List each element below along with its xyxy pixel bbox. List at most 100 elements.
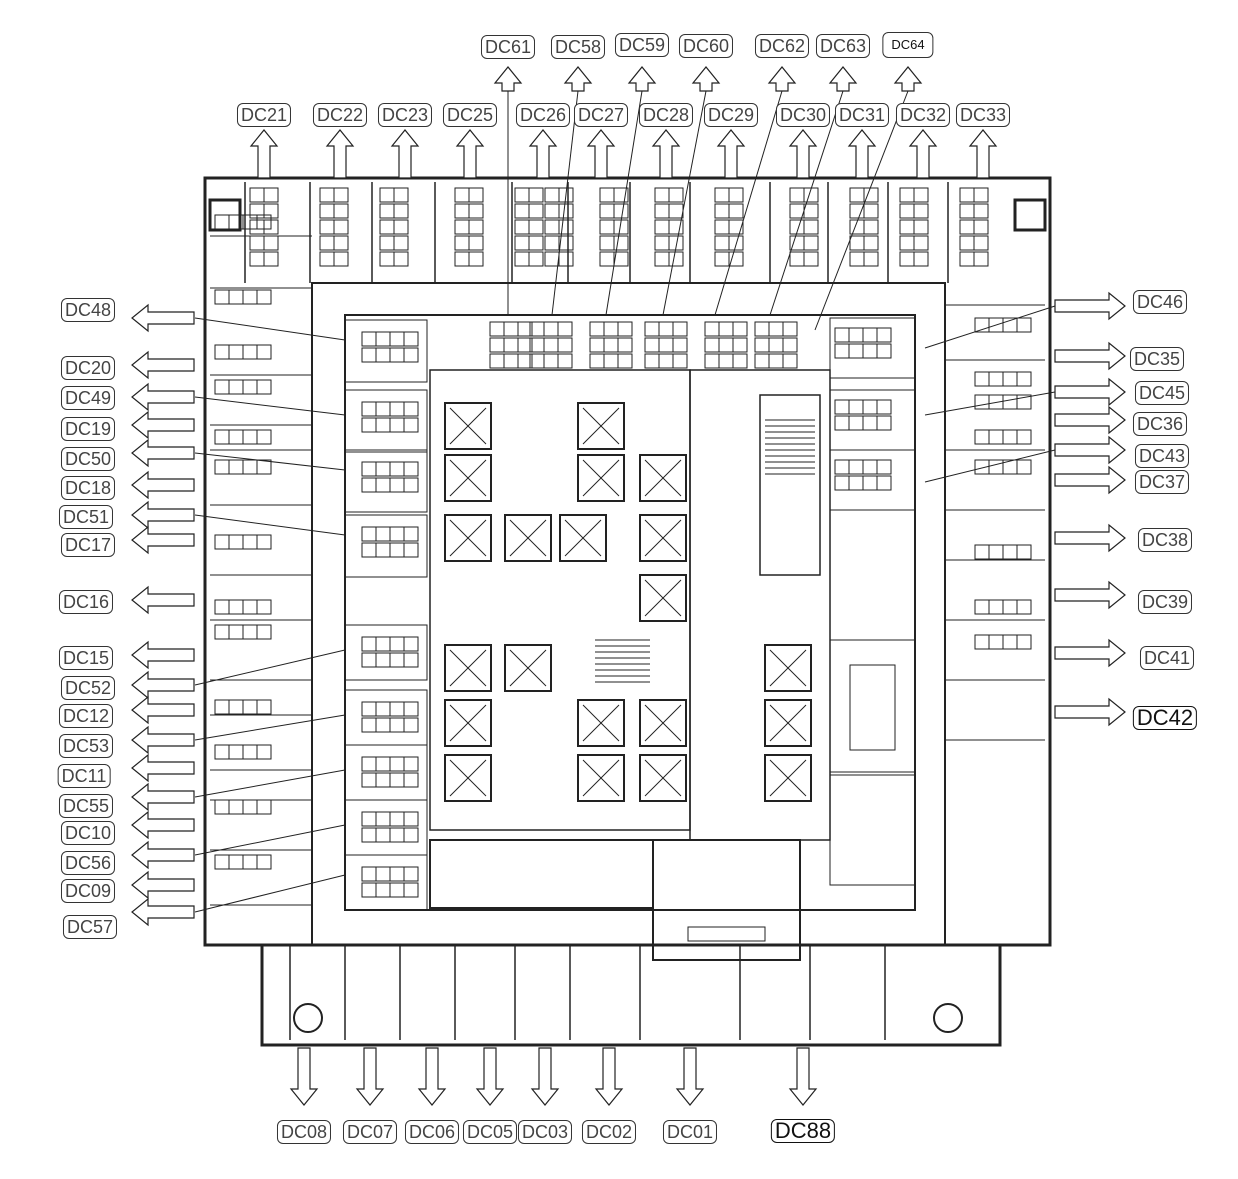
- desk-cluster: [862, 415, 878, 431]
- desk-cluster: [503, 337, 519, 353]
- room: [829, 509, 916, 641]
- column-round: [933, 1003, 963, 1033]
- office: [829, 389, 916, 451]
- desk-cluster: [718, 353, 734, 369]
- desk-cluster: [603, 321, 619, 337]
- desk-cluster: [214, 744, 230, 760]
- desk-cluster: [361, 866, 377, 882]
- desk-code-label-dc49: DC49: [60, 386, 116, 410]
- arrow-icon: [594, 1047, 624, 1106]
- elevator-core: [429, 369, 691, 831]
- desk-cluster: [256, 214, 272, 230]
- arrow-icon: [131, 670, 195, 700]
- desk-cluster: [514, 187, 530, 203]
- desk-cluster: [379, 219, 395, 235]
- desk-cluster: [228, 459, 244, 475]
- elevator-shaft: [639, 699, 687, 747]
- desk-cluster: [361, 717, 377, 733]
- desk-cluster: [704, 337, 720, 353]
- desk-cluster: [589, 353, 605, 369]
- elevator-cross: [582, 704, 620, 742]
- desk-cluster: [389, 347, 405, 363]
- desk-cluster: [375, 542, 391, 558]
- desk-cluster: [214, 799, 230, 815]
- desk-cluster: [599, 203, 615, 219]
- desk-cluster: [1002, 394, 1018, 410]
- desk-cluster: [603, 337, 619, 353]
- desk-cluster: [375, 811, 391, 827]
- arrow-icon: [1054, 465, 1126, 495]
- desk-code-label-dc41: DC41: [1139, 646, 1195, 670]
- desk-cluster: [913, 235, 929, 251]
- desk-cluster: [256, 599, 272, 615]
- elevator-cross: [769, 649, 807, 687]
- desk-cluster: [848, 327, 864, 343]
- office: [344, 449, 428, 513]
- desk-cluster: [514, 203, 530, 219]
- bottom-wing-wall: [260, 943, 1002, 1047]
- desk-cluster: [503, 321, 519, 337]
- desk-cluster: [454, 219, 470, 235]
- desk-cluster: [379, 187, 395, 203]
- desk-cluster: [242, 699, 258, 715]
- desk-cluster: [654, 187, 670, 203]
- elevator-cross: [449, 649, 487, 687]
- leader-line: [194, 514, 346, 536]
- desk-cluster: [393, 219, 409, 235]
- desk-cluster: [214, 854, 230, 870]
- desk-cluster: [375, 827, 391, 843]
- desk-cluster: [214, 429, 230, 445]
- arrow-icon: [131, 438, 195, 468]
- desk-cluster: [375, 401, 391, 417]
- desk-cluster: [319, 187, 335, 203]
- utility-room: [829, 774, 916, 886]
- desk-cluster: [375, 477, 391, 493]
- arrow-icon: [131, 695, 195, 725]
- elevator-shaft: [444, 644, 492, 692]
- desk-code-label-dc51: DC51: [58, 505, 114, 529]
- desk-cluster: [899, 203, 915, 219]
- desk-code-label-dc29: DC29: [703, 103, 759, 127]
- desk-cluster: [361, 701, 377, 717]
- desk-cluster: [668, 203, 684, 219]
- desk-cluster: [361, 811, 377, 827]
- desk-cluster: [389, 756, 405, 772]
- desk-cluster: [544, 219, 560, 235]
- arrow-icon: [893, 66, 923, 92]
- desk-cluster: [1002, 634, 1018, 650]
- arrow-icon: [131, 525, 195, 555]
- leader-line: [924, 391, 1056, 416]
- desk-cluster: [959, 251, 975, 267]
- desk-cluster: [389, 461, 405, 477]
- desk-cluster: [263, 235, 279, 251]
- desk-code-label-dc30: DC30: [775, 103, 831, 127]
- desk-cluster: [403, 347, 419, 363]
- desk-code-label-dc46: DC46: [1132, 290, 1188, 314]
- elevator-shaft: [577, 699, 625, 747]
- office: [344, 514, 428, 578]
- desk-code-label-dc88: DC88: [770, 1119, 836, 1143]
- desk-cluster: [728, 251, 744, 267]
- desk-cluster: [973, 251, 989, 267]
- desk-cluster: [333, 219, 349, 235]
- desk-cluster: [375, 331, 391, 347]
- desk-cluster: [242, 854, 258, 870]
- arrow-icon: [131, 897, 195, 927]
- desk-cluster: [863, 187, 879, 203]
- desk-code-label-dc55: DC55: [58, 794, 114, 818]
- arrow-icon: [788, 1047, 818, 1106]
- desk-cluster: [514, 235, 530, 251]
- desk-cluster: [558, 235, 574, 251]
- arrow-icon: [530, 1047, 560, 1106]
- desk-cluster: [228, 379, 244, 395]
- desk-code-label-dc11: DC11: [57, 764, 111, 788]
- elevator-cross: [769, 759, 807, 797]
- desk-cluster: [782, 337, 798, 353]
- desk-cluster: [242, 744, 258, 760]
- desk-cluster: [375, 652, 391, 668]
- desk-cluster: [974, 544, 990, 560]
- elevator-shaft: [444, 514, 492, 562]
- desk-cluster: [714, 235, 730, 251]
- desk-code-label-dc21: DC21: [236, 103, 292, 127]
- arrow-icon: [417, 1047, 447, 1106]
